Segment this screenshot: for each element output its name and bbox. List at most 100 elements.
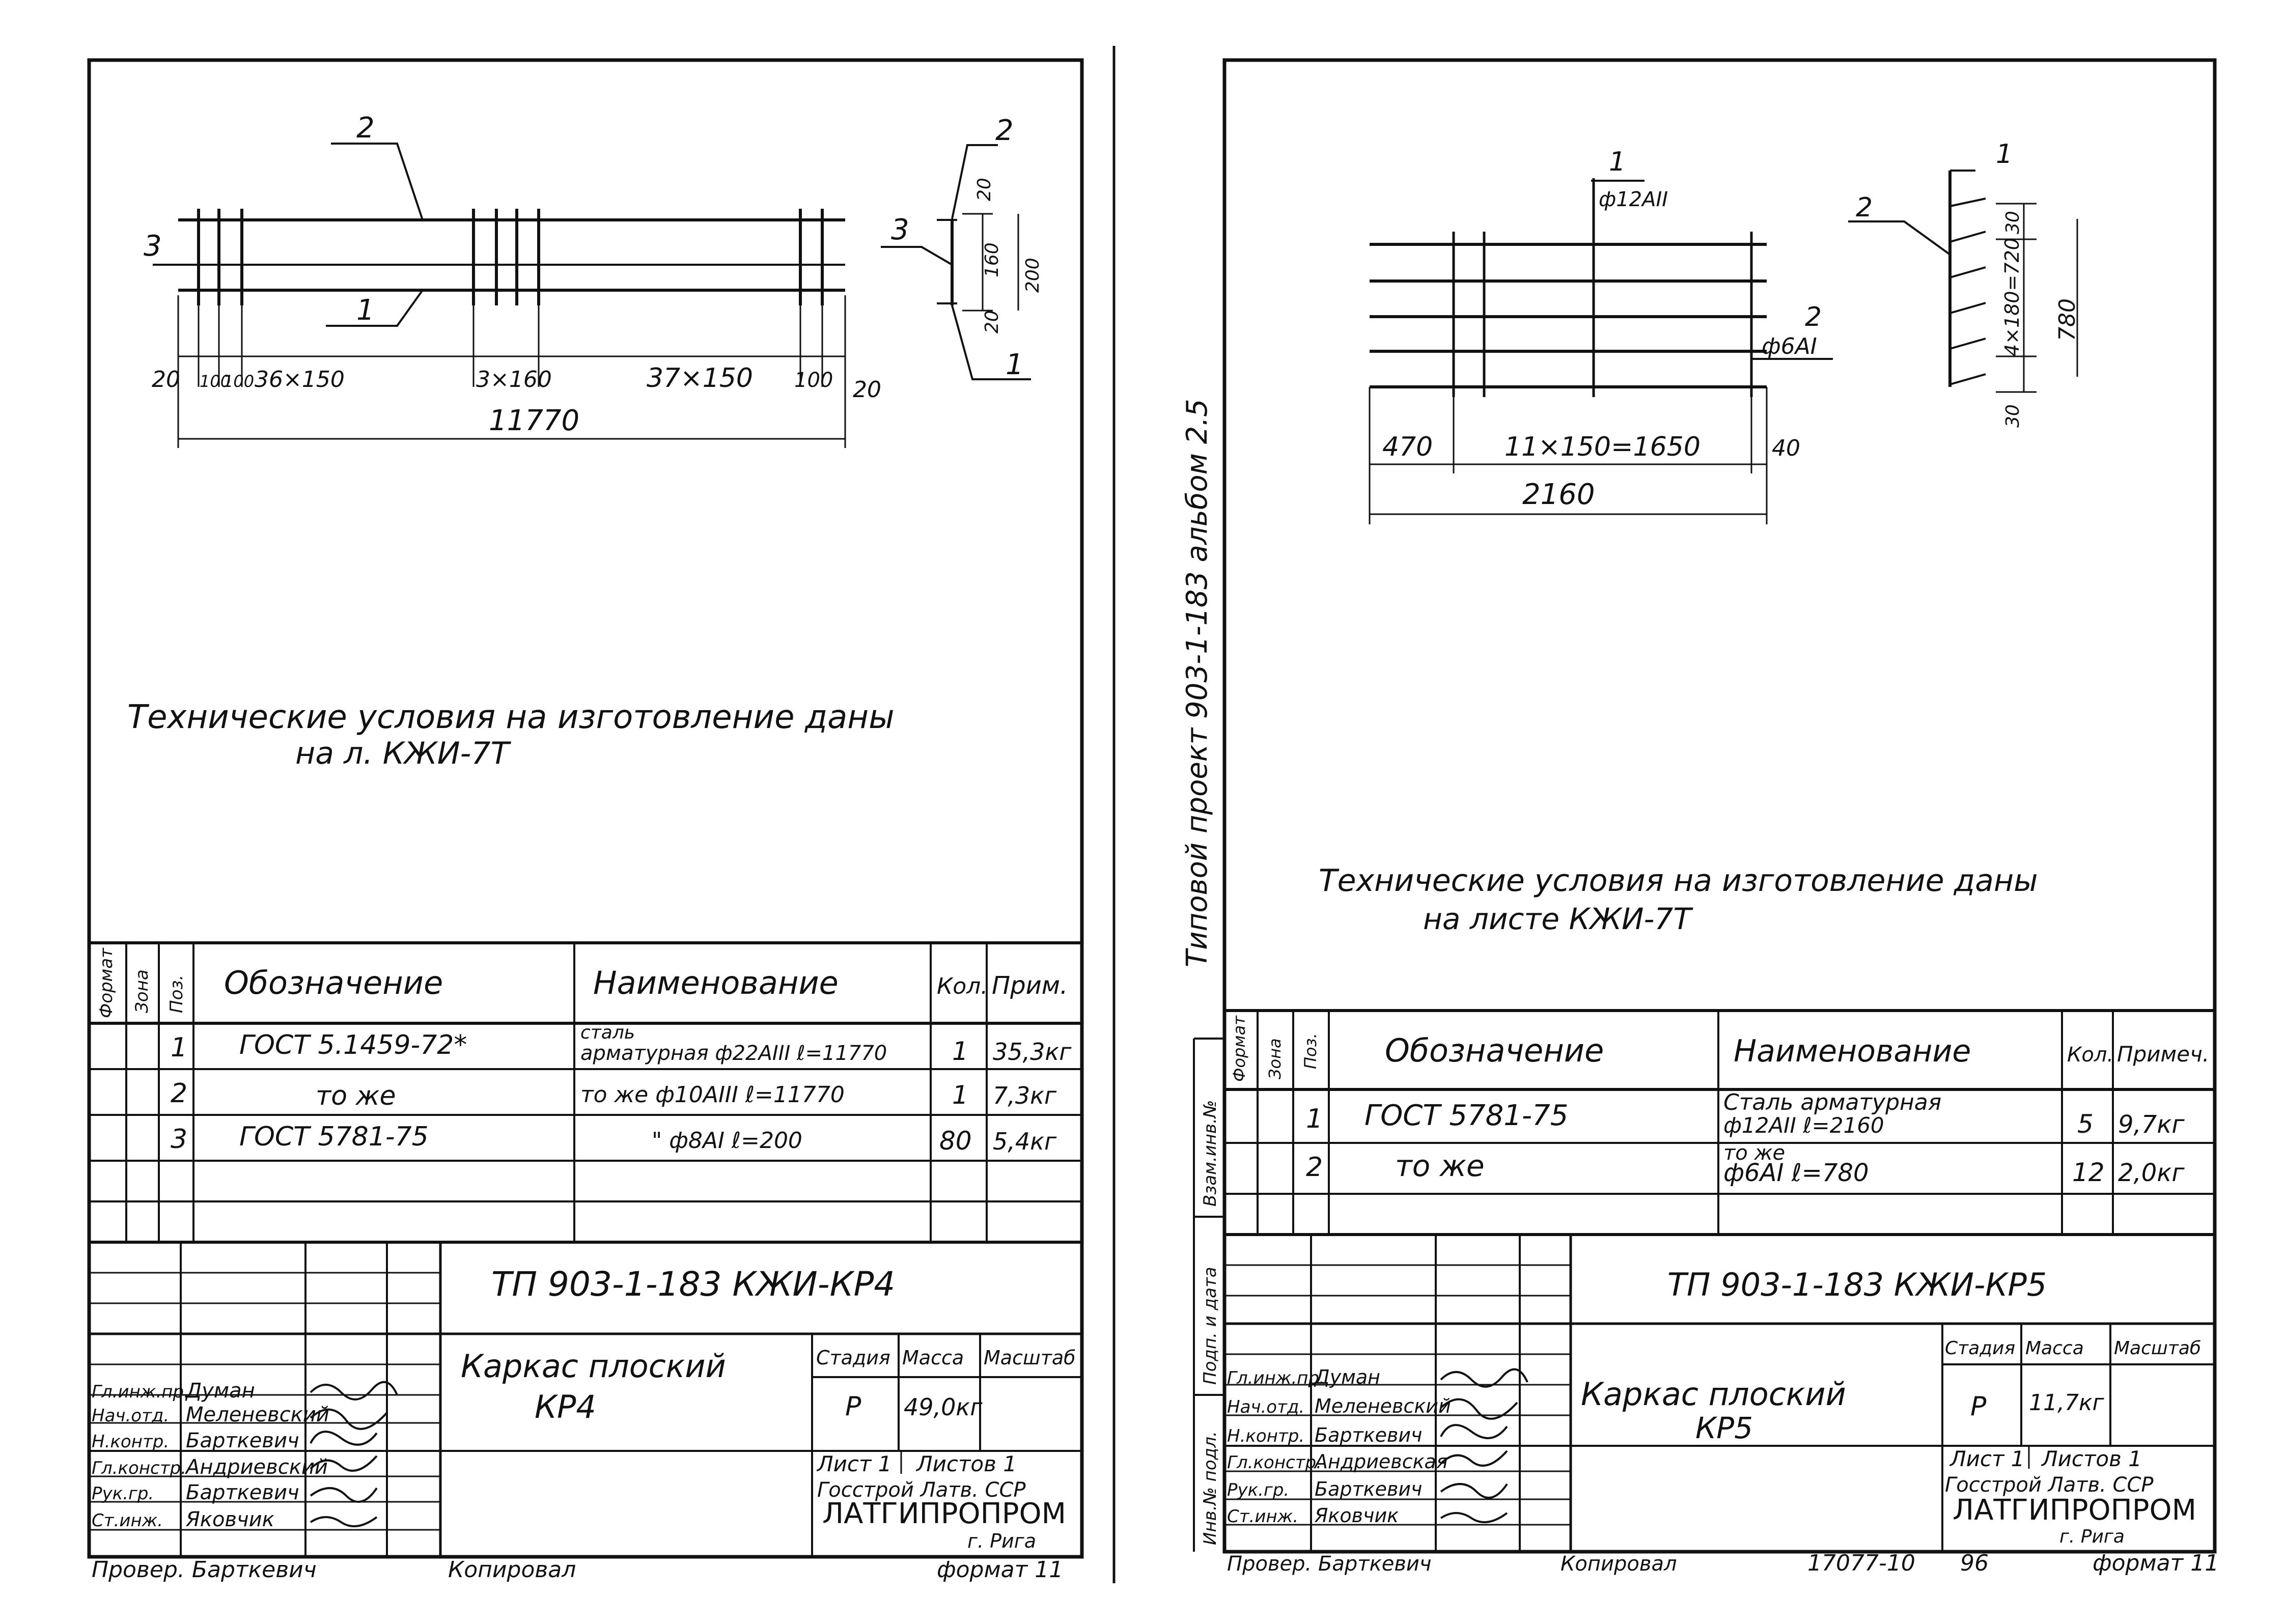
right-title-name2: КР5 — [1695, 1411, 1753, 1445]
right-name-2: Барткевич — [1315, 1424, 1423, 1446]
right-footer-copied: Копировал — [1561, 1552, 1677, 1576]
left-spec-row: 1 ГОСТ 5.1459-72* сталь арматурная ф22АI… — [171, 1022, 1072, 1066]
left-signature-roles: Гл.инж.пр. Думан Нач.отд. Меленевский Н.… — [92, 1379, 329, 1531]
right-footer-checked: Провер. Барткевич — [1227, 1552, 1432, 1576]
left-sheet: 2 3 1 20 100 100 36×150 3×160 37×150 100… — [87, 58, 1084, 1583]
left-role-2: Н.контр. — [92, 1432, 169, 1452]
left-hdr-name: Наименование — [593, 964, 839, 1001]
label-pos1: 1 — [356, 294, 375, 327]
right-title-block-grid — [1224, 1235, 2215, 1552]
right-dim-40: 40 — [1772, 435, 1800, 461]
right-section-dim-4x180: 4×180=720 — [2001, 238, 2023, 356]
left-stage-val: Р — [845, 1391, 861, 1422]
left-role-3: Гл.констр. — [92, 1458, 186, 1478]
left-hdr-designation: Обозначение — [224, 964, 443, 1001]
right-row1-name1: Сталь арматурная — [1723, 1089, 1941, 1115]
right-footer-page: 96 — [1960, 1550, 1989, 1576]
dim-3x160: 3×160 — [476, 367, 552, 393]
right-hdr-designation: Обозначение — [1385, 1032, 1604, 1069]
right-row1-name2: ф12АII ℓ=2160 — [1723, 1113, 1884, 1138]
right-row2-pos: 2 — [1306, 1152, 1323, 1183]
label-pos2: 2 — [356, 111, 375, 145]
right-frame — [1222, 58, 2217, 1554]
right-cross-section — [1848, 170, 2078, 393]
right-label-rebar2: ф6АI — [1762, 333, 1817, 359]
left-scale-hdr: Масштаб — [984, 1347, 1076, 1369]
right-row2-name1: то же — [1723, 1141, 1785, 1165]
right-hdr-name: Наименование — [1734, 1033, 1971, 1069]
right-row2-qty: 12 — [2072, 1158, 2105, 1187]
section-leader-3 — [881, 246, 953, 266]
right-side-label-1: Подп. и дата — [1200, 1267, 1220, 1385]
right-label-rebar1: ф12АII — [1599, 188, 1668, 211]
left-org3: г. Рига — [967, 1530, 1036, 1552]
right-name-0: Думан — [1314, 1366, 1380, 1388]
left-row3-name: " ф8АI ℓ=200 — [652, 1128, 802, 1154]
left-row2-pos: 2 — [171, 1078, 187, 1109]
left-name-5: Яковчик — [185, 1508, 274, 1531]
left-frame — [87, 58, 1084, 1559]
right-row2-designation: то же — [1395, 1149, 1485, 1183]
left-note-line2: на л. КЖИ-7Т — [295, 736, 511, 771]
left-hdr-qty: Кол. — [937, 973, 988, 999]
dim-total: 11770 — [489, 404, 579, 437]
right-title-name1: Каркас плоский — [1581, 1376, 1846, 1413]
right-dim-470: 470 — [1382, 432, 1433, 462]
left-row2-name: то же ф10АIII ℓ=11770 — [580, 1082, 845, 1108]
left-spec-row: 3 ГОСТ 5781-75 " ф8АI ℓ=200 80 5,4кг — [171, 1122, 1057, 1156]
left-signatures — [310, 1381, 398, 1527]
right-spec-row: 2 то же то же ф6АI ℓ=780 12 2,0кг — [1306, 1141, 2185, 1187]
right-hdr-pos: Поз. — [1301, 1033, 1320, 1069]
left-footer-checked: Провер. Барткевич — [92, 1557, 317, 1583]
right-dim-total: 2160 — [1522, 478, 1595, 511]
left-hdr-zone: Зона — [132, 969, 152, 1013]
right-hdr-note: Примеч. — [2117, 1042, 2209, 1067]
left-hdr-format: Формат — [96, 947, 117, 1018]
left-title-code: ТП 903-1-183 КЖИ-КР4 — [491, 1265, 895, 1304]
right-org3: г. Рига — [2059, 1526, 2125, 1547]
left-role-0: Гл.инж.пр. — [92, 1382, 189, 1402]
dim-20-right: 20 — [853, 377, 881, 403]
left-hdr-pos: Поз. — [166, 975, 187, 1013]
left-role-5: Ст.инж. — [92, 1510, 163, 1531]
section-label-2: 2 — [995, 114, 1014, 147]
right-spec-row: 1 ГОСТ 5781-75 Сталь арматурная ф12АII ℓ… — [1306, 1089, 2185, 1139]
right-name-3: Андриевская — [1313, 1450, 1448, 1473]
right-footer-format: формат 11 — [2093, 1550, 2219, 1576]
right-side-stamp — [1193, 1038, 1224, 1552]
section-dim-20a: 20 — [974, 178, 995, 201]
section-dim-160: 160 — [982, 242, 1002, 277]
left-org2: ЛАТГИПРОПРОМ — [822, 1497, 1066, 1530]
right-hdr-zone: Зона — [1265, 1038, 1285, 1079]
left-row3-note: 5,4кг — [993, 1128, 1057, 1155]
right-role-5: Ст.инж. — [1227, 1506, 1298, 1527]
left-row3-pos: 3 — [171, 1124, 187, 1155]
right-hdr-format: Формат — [1230, 1015, 1249, 1082]
left-row1-name1: сталь — [580, 1022, 635, 1043]
right-stage-hdr: Стадия — [1945, 1338, 2015, 1359]
left-spec-row: 2 то же то же ф10АIII ℓ=11770 1 7,3кг — [171, 1078, 1057, 1111]
section-dim-200: 200 — [1022, 258, 1043, 293]
right-section-dim-30b: 30 — [2002, 404, 2023, 428]
dim-36x150: 36×150 — [255, 367, 345, 393]
left-role-4: Рук.гр. — [92, 1483, 154, 1504]
section-label-3: 3 — [891, 213, 909, 246]
right-mesh-elevation — [1369, 178, 1833, 524]
right-role-0: Гл.инж.пр. — [1227, 1368, 1325, 1388]
left-mass-val: 49,0кг — [904, 1393, 983, 1421]
right-role-1: Нач.отд. — [1227, 1397, 1304, 1417]
section-label-1: 1 — [1006, 348, 1024, 381]
dim-20-left: 20 — [152, 367, 180, 393]
right-section-label-2: 2 — [1856, 192, 1873, 223]
right-row1-note: 9,7кг — [2118, 1110, 2185, 1139]
right-note-line2: на листе КЖИ-7Т — [1423, 902, 1693, 936]
left-row3-qty: 80 — [939, 1126, 972, 1156]
left-row1-name2: арматурная ф22АIII ℓ=11770 — [580, 1042, 887, 1065]
right-name-1: Меленевский — [1315, 1395, 1451, 1417]
left-sheet: Лист 1 — [816, 1451, 892, 1476]
right-signatures — [1440, 1368, 1528, 1523]
right-sheet: Типовой проект 903-1-183 альбом 2.5 Инв.… — [1181, 58, 2219, 1576]
right-section-dim-780: 780 — [2054, 298, 2080, 341]
right-org1: Госстрой Латв. ССР — [1945, 1473, 2154, 1497]
